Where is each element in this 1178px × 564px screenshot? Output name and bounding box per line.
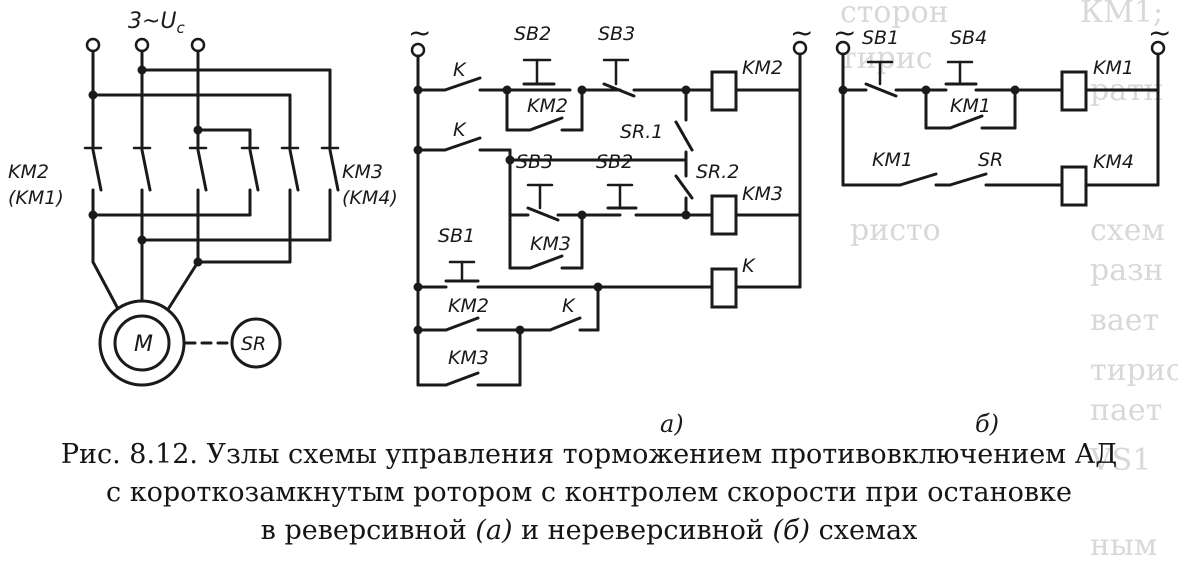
tilde-right-b: ~ <box>1148 16 1171 49</box>
label-sr1: SR.1 <box>620 121 663 143</box>
bleed-text: КМ1; <box>1080 0 1163 30</box>
label-km2-main: KM2 <box>8 161 49 183</box>
label-km3-main: KM3 <box>342 161 383 183</box>
bleed-text: сторон <box>840 0 949 30</box>
button-sb2-b: SB2 <box>596 151 633 173</box>
label-km2-k: KM2 <box>448 295 489 317</box>
caption-text: в реверсивной <box>260 515 476 546</box>
label-km4-coil: KM4 <box>1093 151 1134 173</box>
tilde-right: ~ <box>790 16 813 49</box>
tilde-left: ~ <box>408 16 431 49</box>
bleed-text: ным <box>1090 528 1157 563</box>
motor-inner <box>113 314 171 372</box>
label-km1-paren: (KM1) <box>8 187 64 209</box>
bleed-text: ристо <box>850 213 941 248</box>
terminal <box>1150 40 1166 56</box>
caption-text: и нереверсивной <box>512 515 773 546</box>
button-sb2: SB2 <box>514 23 551 45</box>
label-sr-b: SR <box>978 149 1003 171</box>
contact-k-3: K <box>562 295 576 317</box>
caption-line-3: в реверсивной (а) и нереверсивной (б) сх… <box>0 514 1178 548</box>
contact-k-2: K <box>453 119 467 141</box>
label-km2-hold: KM2 <box>527 95 568 117</box>
sublabel-a: а) <box>660 410 684 438</box>
bleed-text: пает <box>1090 393 1162 428</box>
label-km1-coil: KM1 <box>1093 57 1134 79</box>
label-km3-k: KM3 <box>448 347 489 369</box>
button-sb3: SB3 <box>598 23 635 45</box>
label-km3-coil: KM3 <box>742 183 783 205</box>
caption-line-2: с короткозамкнутым ротором с контролем с… <box>106 477 1072 508</box>
terminal <box>835 40 851 56</box>
button-sb1-b: SB1 <box>862 27 899 49</box>
terminal <box>410 42 426 58</box>
button-sb1: SB1 <box>438 225 475 247</box>
caption-text: схемах <box>810 515 918 546</box>
button-sb4: SB4 <box>950 27 987 49</box>
caption-line-1: Рис. 8.12. Узлы схемы управления торможе… <box>60 439 1118 470</box>
button-sb3-b: SB3 <box>516 151 553 173</box>
coil-km3 <box>710 194 738 236</box>
power-circuit: 3~Uc <box>8 9 398 387</box>
terminal <box>134 37 150 53</box>
label-km3-hold: KM3 <box>530 233 571 255</box>
coil-k <box>710 267 738 309</box>
supply-label: 3~Uc <box>128 9 186 37</box>
label-km2-coil: KM2 <box>742 57 783 79</box>
terminal <box>792 40 808 56</box>
label-k-coil: K <box>742 255 756 277</box>
label-km1-b: KM1 <box>872 149 913 171</box>
control-circuit-a: ~ ~ K SB2 SB3 KM2 KM2 <box>408 16 813 438</box>
label-km4-paren: (KM4) <box>342 187 398 209</box>
motor-label: M <box>134 332 153 357</box>
label-km1-hold: KM1 <box>950 95 991 117</box>
bleed-text: схем <box>1090 213 1165 248</box>
coil-km2 <box>710 70 738 112</box>
terminal <box>85 37 101 53</box>
sublabel-b: б) <box>975 410 999 438</box>
speed-relay-label: SR <box>241 333 266 355</box>
label-sr2: SR.2 <box>696 161 739 183</box>
terminal <box>190 37 206 53</box>
control-circuit-b: ~ ~ SB1 SB4 KM1 KM1 KM1 <box>833 16 1171 438</box>
contact-k-1: K <box>453 59 467 81</box>
speed-relay-sensor <box>230 317 282 369</box>
bleed-text: тирис <box>1090 353 1178 388</box>
coil-km1 <box>1060 70 1088 112</box>
tilde-left-b: ~ <box>833 16 856 49</box>
bleed-text: вает <box>1090 303 1159 338</box>
bleed-text: тирис <box>840 41 933 76</box>
bleed-text: VS1 <box>1089 443 1151 478</box>
coil-km4 <box>1060 165 1088 207</box>
caption-ref-a: (а) <box>475 515 513 546</box>
bleed-text: разн <box>1090 253 1163 288</box>
caption-ref-b: (б) <box>772 515 811 546</box>
